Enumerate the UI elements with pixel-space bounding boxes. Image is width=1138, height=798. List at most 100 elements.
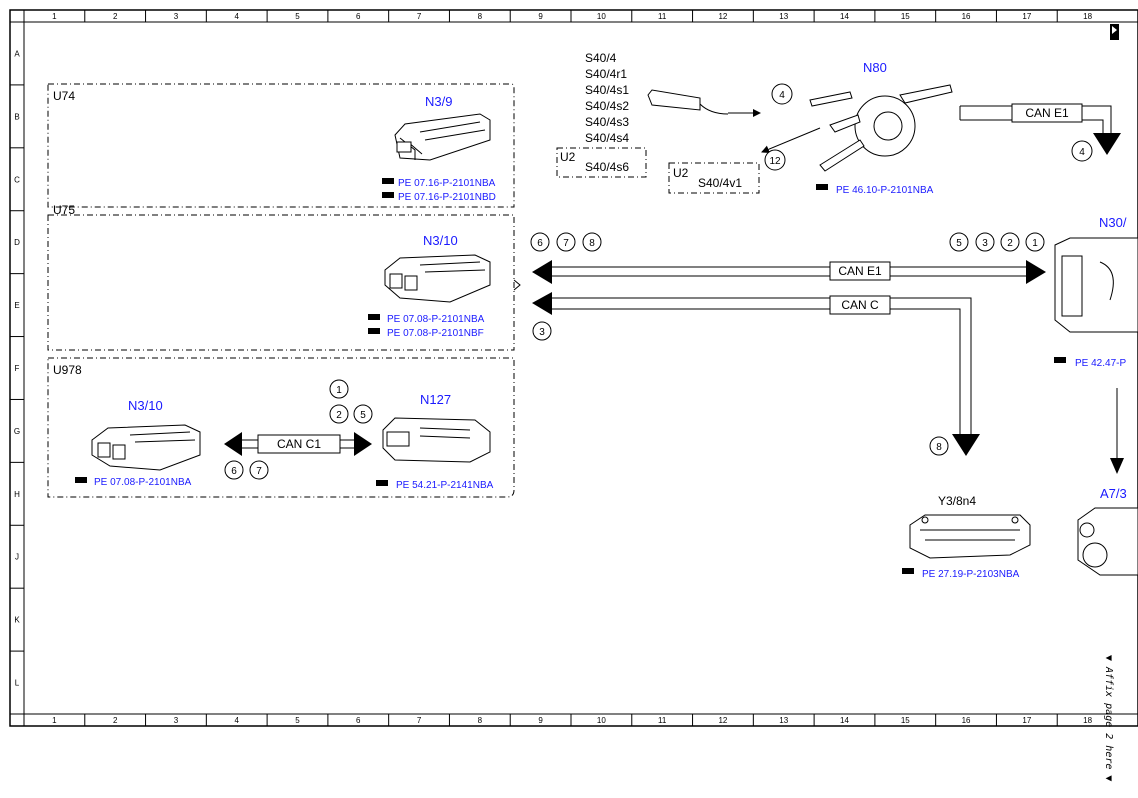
ref-n3-9-a: PE 07.16-P-2101NBA <box>398 178 496 189</box>
switch-label: S40/4s4 <box>585 131 629 145</box>
marker-right-3: 3 <box>975 232 995 252</box>
grid-column-label: 1 <box>52 716 57 725</box>
grid-column-label: 6 <box>356 716 361 725</box>
ref-n3-10-a: PE 07.08-P-2101NBA <box>387 314 485 325</box>
grid-column-label: 14 <box>840 716 849 725</box>
ref-icon <box>376 480 388 486</box>
grid-column-label: 1 <box>52 12 57 21</box>
grid-row-label: A <box>14 49 20 58</box>
grid-column-label: 18 <box>1083 12 1092 21</box>
switch-label-s6: S40/4s6 <box>585 160 629 174</box>
grid-column-label: 3 <box>174 716 179 725</box>
grid-column-label: 10 <box>597 12 606 21</box>
svg-text:12: 12 <box>769 156 781 167</box>
ref-icon <box>368 328 380 334</box>
ref-icon <box>382 178 394 184</box>
marker-4-n80: 4 <box>771 83 793 105</box>
svg-text:8: 8 <box>589 238 595 249</box>
grid-column-label: 17 <box>1022 12 1031 21</box>
marker-c1-6: 6 <box>224 460 244 480</box>
svg-text:3: 3 <box>982 238 988 249</box>
switch-label: S40/4s3 <box>585 115 629 129</box>
can-e1-top-label: CAN E1 <box>1025 106 1069 120</box>
svg-text:8: 8 <box>936 442 942 453</box>
grid-row-label: F <box>15 364 20 373</box>
grid-column-label: 9 <box>538 716 543 725</box>
svg-text:2: 2 <box>336 410 342 421</box>
ref-n80: PE 46.10-P-2101NBA <box>836 185 934 196</box>
component-label-n3-9: N3/9 <box>425 94 452 109</box>
sheet-frame <box>9 9 1138 727</box>
grid-column-label: 7 <box>417 12 422 21</box>
component-label-n3-10-top: N3/10 <box>423 233 458 248</box>
ref-n3-10-c: PE 07.08-P-2101NBA <box>94 477 192 488</box>
marker-4-right: 4 <box>1071 140 1093 162</box>
marker-c1-2: 2 <box>329 404 349 424</box>
can-c-bus: CAN C <box>532 292 980 456</box>
grid-row-label: D <box>14 238 20 247</box>
ref-icon <box>902 568 914 574</box>
n30-module-icon <box>1054 237 1138 333</box>
svg-text:2: 2 <box>1007 238 1013 249</box>
grid-row-label: B <box>14 112 19 121</box>
grid-row-label: K <box>14 616 20 625</box>
grid-column-label: 13 <box>779 12 788 21</box>
grid-row-label: J <box>15 553 19 562</box>
ref-y3: PE 27.19-P-2103NBA <box>922 569 1020 580</box>
svg-text:4: 4 <box>779 90 785 101</box>
ref-icon <box>816 184 828 190</box>
switch-label: S40/4 <box>585 51 617 65</box>
grid-row-label: C <box>14 175 20 184</box>
ref-n30: PE 42.47-P <box>1075 358 1126 369</box>
can-c-label: CAN C <box>841 298 879 312</box>
component-label-n80: N80 <box>863 60 887 75</box>
grid-column-label: 7 <box>417 716 422 725</box>
group-label-u74: U74 <box>53 89 75 103</box>
grid-column-label: 15 <box>901 716 910 725</box>
switch-label: S40/4r1 <box>585 67 627 81</box>
grid-column-label: 16 <box>962 12 971 21</box>
group-u75: U75 N3/10 PE 07.08-P-2101NBA PE 07.08-P-… <box>47 203 521 351</box>
component-label-n127: N127 <box>420 392 451 407</box>
group-label-u2: U2 <box>673 166 689 180</box>
grid-column-label: 14 <box>840 12 849 21</box>
grid-row-label: H <box>14 490 20 499</box>
switch-label-v1: S40/4v1 <box>698 176 742 190</box>
group-u2-s6: U2 S40/4s6 <box>556 147 647 178</box>
group-u74: U74 N3/9 PE 07.16-P-2101NBA PE 07.16-P-2… <box>47 83 515 208</box>
grid-column-label: 3 <box>174 12 179 21</box>
grid-column-label: 11 <box>658 12 667 21</box>
can-c1-label: CAN C1 <box>277 437 321 451</box>
component-label-n30: N30/ <box>1099 215 1127 230</box>
n3-9-ecu-icon <box>394 113 491 161</box>
grid-column-label: 18 <box>1083 716 1092 725</box>
ref-icon <box>382 192 394 198</box>
grid-column-label: 2 <box>113 716 118 725</box>
svg-text:3: 3 <box>539 327 545 338</box>
n3-10-ecu-icon <box>91 424 201 471</box>
svg-text:6: 6 <box>537 238 543 249</box>
grid-column-label: 10 <box>597 716 606 725</box>
grid-column-label: 12 <box>718 716 727 725</box>
ref-icon <box>75 477 87 483</box>
ref-n3-9-b: PE 07.16-P-2101NBD <box>398 192 496 203</box>
switch-list: S40/4 S40/4r1 S40/4s1 S40/4s2 S40/4s3 S4… <box>585 51 629 145</box>
component-label-n3-10-bottom: N3/10 <box>128 398 163 413</box>
marker-c1-5: 5 <box>353 404 373 424</box>
can-e1-mid-label: CAN E1 <box>838 264 882 278</box>
grid-column-label: 4 <box>234 12 239 21</box>
marker-right-5: 5 <box>949 232 969 252</box>
corner-marker-icon <box>1110 24 1119 40</box>
can-c1-bus: CAN C1 <box>224 432 372 456</box>
marker-c1-7: 7 <box>249 460 269 480</box>
ref-n127: PE 54.21-P-2141NBA <box>396 480 494 491</box>
group-u978: U978 N3/10 PE 07.08-P-2101NBA N127 PE 54… <box>47 357 515 498</box>
group-label-u2: U2 <box>560 150 576 164</box>
svg-text:6: 6 <box>231 466 237 477</box>
marker-right-2: 2 <box>1000 232 1020 252</box>
grid-column-label: 17 <box>1022 716 1031 725</box>
grid-row-label: E <box>14 301 19 310</box>
